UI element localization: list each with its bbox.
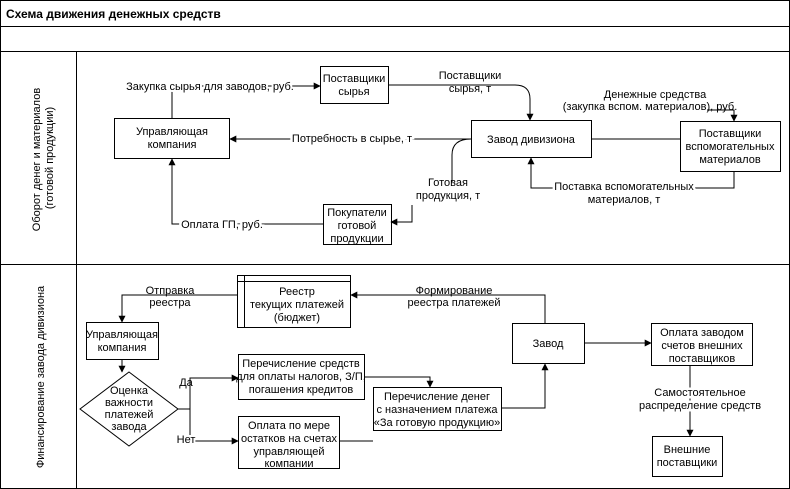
- box-division-plant: Завод дивизиона: [471, 120, 592, 158]
- label-sup-raw-2: сырья, т: [449, 83, 491, 95]
- svg-text:Оплата по мере: Оплата по мере: [248, 420, 330, 432]
- label-self-2: распределение средств: [639, 400, 761, 412]
- svg-text:Покупатели: Покупатели: [327, 207, 387, 219]
- svg-text:Перечисление денег: Перечисление денег: [384, 391, 490, 403]
- box-external-suppliers: Внешние поставщики: [652, 436, 723, 477]
- box-buyers: Покупатели готовой продукции: [323, 204, 392, 245]
- box-suppliers-aux: Поставщики вспомогательных материалов: [680, 121, 781, 172]
- label-form-1: Формирование: [416, 285, 493, 297]
- arrow-yes: [178, 374, 239, 410]
- svg-text:компании: компании: [264, 458, 313, 470]
- svg-text:счетов внешних: счетов внешних: [661, 340, 743, 352]
- svg-text:Внешние: Внешние: [664, 444, 711, 456]
- label-money-1: Денежные средства: [604, 89, 707, 101]
- svg-text:поставщики: поставщики: [657, 457, 718, 469]
- arrow-send-registry: [118, 294, 237, 323]
- svg-text:поставщиков: поставщиков: [669, 353, 736, 365]
- svg-text:Поставщики: Поставщики: [323, 73, 386, 85]
- label-aux-supply-2: материалов, т: [588, 194, 661, 206]
- svg-text:компания: компания: [148, 139, 197, 151]
- svg-text:погашения кредитов: погашения кредитов: [249, 384, 354, 396]
- arrow-no: [189, 409, 239, 445]
- svg-text:Завод: Завод: [533, 338, 564, 350]
- svg-text:продукции: продукции: [330, 233, 383, 245]
- arrow-finished-1: [451, 138, 472, 182]
- label-self-1: Самостоятельное: [654, 387, 745, 399]
- svg-text:Реестр: Реестр: [279, 286, 315, 298]
- svg-text:Поставщики: Поставщики: [699, 128, 762, 140]
- svg-text:с назначением платежа: с назначением платежа: [376, 404, 498, 416]
- svg-text:Управляющая: Управляющая: [86, 329, 158, 341]
- svg-text:для оплаты налогов, З/П,: для оплаты налогов, З/П,: [236, 371, 366, 383]
- label-need: Потребность в сырье, т: [292, 133, 412, 145]
- label-money-2: (закупка вспом. материалов), руб.: [563, 101, 738, 113]
- label-finished-2: продукция, т: [416, 190, 480, 202]
- svg-text:платежей: платежей: [105, 409, 154, 421]
- box-money-transfer: Перечисление денег с назначением платежа…: [373, 387, 502, 431]
- svg-text:материалов: материалов: [699, 154, 761, 166]
- svg-text:важности: важности: [105, 397, 153, 409]
- arrow-form-registry: [350, 291, 546, 323]
- box-taxes-transfer: Перечисление средств для оплаты налогов,…: [236, 354, 366, 400]
- label-aux-supply-1: Поставка вспомогательных: [554, 181, 694, 193]
- svg-text:остатков на счетах: остатков на счетах: [241, 433, 338, 445]
- box-suppliers-raw: Поставщики сырья: [320, 66, 389, 104]
- arrow-money-aux: [707, 109, 738, 122]
- svg-text:управляющей: управляющей: [253, 446, 324, 458]
- svg-text:завода: завода: [111, 421, 147, 433]
- svg-text:вспомогательных: вспомогательных: [686, 141, 775, 153]
- box-management-company: Управляющая компания: [114, 118, 230, 159]
- box-management-company-bottom: Управляющая компания: [86, 322, 159, 360]
- label-yes: Да: [179, 377, 193, 389]
- svg-text:Оценка: Оценка: [110, 385, 149, 397]
- box-plant: Завод: [512, 323, 585, 364]
- arrow-finished-2: [390, 205, 413, 226]
- arrow-purchase: [171, 82, 321, 118]
- label-send-2: реестра: [149, 297, 191, 309]
- box-registry: Реестр текущих платежей (бюджет): [237, 275, 351, 328]
- svg-text:текущих платежей: текущих платежей: [250, 299, 344, 311]
- svg-text:(бюджет): (бюджет): [274, 312, 320, 324]
- svg-text:компания: компания: [98, 342, 147, 354]
- arrow-raw-supply: [389, 84, 534, 121]
- label-payment: Оплата ГП, руб.: [181, 219, 263, 231]
- arrow-transfer-plant: [502, 363, 549, 409]
- box-pay-external: Оплата заводом счетов внешних поставщико…: [651, 323, 753, 366]
- decision-payment-importance: Оценка важности платежей завода: [79, 371, 179, 447]
- arrow-aux-supply: [527, 157, 735, 189]
- label-no: Нет: [177, 434, 196, 446]
- label-purchase: Закупка сырья для заводов, руб.: [126, 81, 294, 93]
- lane-top-label: Оборот денег и материалов (готовой проду…: [31, 85, 56, 231]
- svg-text:Завод дивизиона: Завод дивизиона: [487, 134, 576, 146]
- svg-text:готовой: готовой: [338, 220, 377, 232]
- label-send-1: Отправка: [146, 285, 196, 297]
- svg-text:Оплата заводом: Оплата заводом: [660, 327, 744, 339]
- svg-text:сырья: сырья: [338, 86, 369, 98]
- lane-bottom-label: Финансирование завода дивизиона: [35, 285, 47, 468]
- svg-text:Управляющая: Управляющая: [136, 126, 208, 138]
- arrow-payment: [168, 158, 323, 225]
- arrow-taxes-transfer: [365, 376, 434, 388]
- label-finished-1: Готовая: [428, 177, 468, 189]
- label-form-2: реестра платежей: [408, 297, 501, 309]
- box-remainder-payment: Оплата по мере остатков на счетах управл…: [238, 416, 340, 470]
- svg-text:Перечисление средств: Перечисление средств: [242, 358, 360, 370]
- label-sup-raw-1: Поставщики: [439, 70, 502, 82]
- diagram-title: Схема движения денежных средств: [6, 7, 221, 21]
- svg-text:«За готовую продукцию»: «За готовую продукцию»: [374, 417, 501, 429]
